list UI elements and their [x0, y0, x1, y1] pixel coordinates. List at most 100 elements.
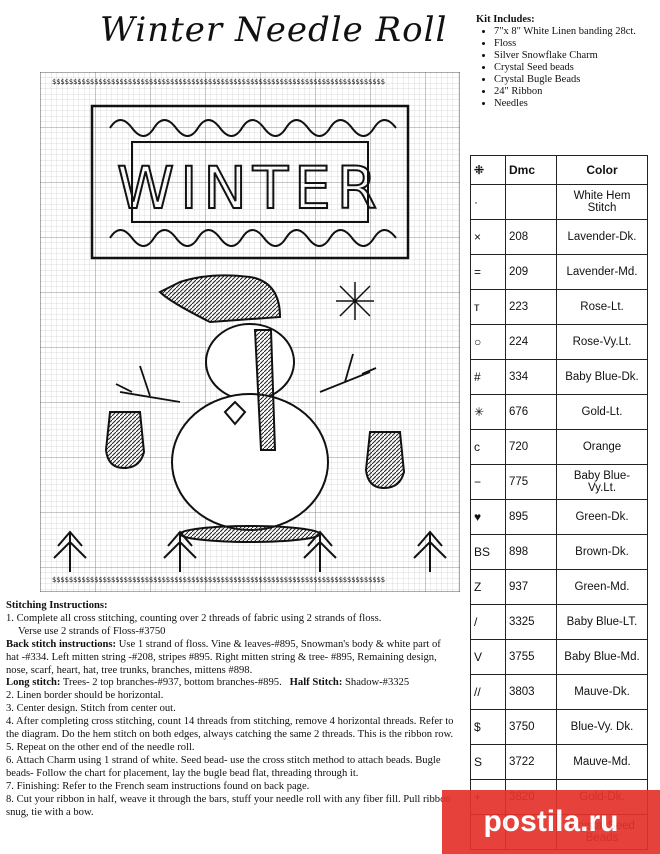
snowman-head: [205, 323, 295, 401]
legend-dmc-number: 334: [505, 359, 557, 395]
longstitch-label: Long stitch:: [6, 677, 61, 689]
kit-heading: Kit Includes:: [476, 14, 535, 25]
snowman-scarf: [253, 329, 277, 451]
winter-banner-frame: [90, 104, 410, 260]
halfstitch-label: Half Stitch:: [289, 677, 343, 689]
kit-list: 7"x 8" White Linen banding 28ct. Floss S…: [476, 26, 656, 110]
watermark: postila.ru: [442, 790, 660, 854]
instruction-step: 4. After completing cross stitching, cou…: [6, 716, 454, 741]
kit-item: 24" Ribbon: [494, 86, 656, 98]
winter-word: WINTER: [117, 154, 383, 222]
legend-symbol-header: ⁜: [470, 155, 506, 185]
legend-dmc-number: 775: [505, 464, 557, 500]
right-mitten: [364, 431, 406, 490]
instructions-heading: Stitching Instructions:: [6, 600, 108, 611]
legend-color-name: Baby Blue-Dk.: [556, 359, 648, 395]
legend-symbol: S: [470, 744, 506, 780]
legend-dmc-number: 3750: [505, 709, 557, 745]
legend-color-name: Lavender-Md.: [556, 254, 648, 290]
legend-dmc-number: 895: [505, 499, 557, 535]
longstitch-text: Trees- 2 top branches-#937, bottom branc…: [62, 677, 282, 689]
instruction-step: Verse use 2 strands of Floss-#3750: [18, 625, 166, 637]
legend-dmc-number: 3755: [505, 639, 557, 675]
backstitch-text: Use 1 strand of floss. Vine & leaves-#89…: [6, 638, 441, 676]
kit-item: Crystal Seed beads: [494, 62, 656, 74]
vine-leaves-bottom: [109, 229, 397, 247]
legend-symbol: −: [470, 464, 506, 500]
legend-color-name: Blue-Vy. Dk.: [556, 709, 648, 745]
legend-dmc-number: [505, 184, 557, 220]
legend-dmc-number: 3803: [505, 674, 557, 710]
legend-dmc-number: 3722: [505, 744, 557, 780]
snowflake-charm: [336, 282, 374, 320]
instruction-step: 3. Center design. Stitch from center out…: [6, 703, 176, 715]
legend-symbol: c: [470, 429, 506, 465]
legend-symbol: ·: [470, 184, 506, 220]
vine-leaves-top: [109, 119, 397, 137]
legend-color-name: Green-Md.: [556, 569, 648, 605]
legend-symbol: #: [470, 359, 506, 395]
halfstitch-text: Shadow-#3325: [345, 677, 410, 689]
legend-color-name: Lavender-Dk.: [556, 219, 648, 255]
snowman-hat: [158, 274, 282, 324]
legend-color-name: Orange: [556, 429, 648, 465]
legend-row: · White Hem Stitch: [470, 184, 648, 220]
cross-stitch-chart: $$$$$$$$$$$$$$$$$$$$$$$$$$$$$$$$$$$$$$$$…: [40, 72, 460, 592]
kit-contents: Kit Includes: 7"x 8" White Linen banding…: [476, 14, 656, 110]
snowman-body: [171, 393, 329, 531]
legend-color-name: Brown-Dk.: [556, 534, 648, 570]
legend-dmc-number: 720: [505, 429, 557, 465]
kit-item: Floss: [494, 38, 656, 50]
legend-color-header: Color: [556, 155, 648, 185]
legend-symbol: V: [470, 639, 506, 675]
legend-symbol: //: [470, 674, 506, 710]
legend-color-name: Green-Dk.: [556, 499, 648, 535]
left-mitten: [104, 411, 146, 470]
legend-color-name: White Hem Stitch: [556, 184, 648, 220]
legend-color-name: Baby Blue-Md.: [556, 639, 648, 675]
legend-dmc-number: 3325: [505, 604, 557, 640]
legend-color-name: Rose-Vy.Lt.: [556, 324, 648, 360]
legend-color-name: Baby Blue-LT.: [556, 604, 648, 640]
legend-dmc-number: 898: [505, 534, 557, 570]
kit-item: Silver Snowflake Charm: [494, 50, 656, 62]
legend-color-name: Rose-Lt.: [556, 289, 648, 325]
legend-symbol: BS: [470, 534, 506, 570]
stitching-instructions: Stitching Instructions: 1. Complete all …: [6, 600, 454, 819]
winter-banner-inner: [131, 141, 369, 223]
snowman-arms: [115, 353, 377, 403]
trees: [53, 530, 447, 572]
kit-item: 7"x 8" White Linen banding 28ct.: [494, 26, 656, 38]
legend-symbol: ○: [470, 324, 506, 360]
snowman-heart: [223, 400, 247, 426]
legend-dmc-number: 223: [505, 289, 557, 325]
legend-dmc-number: 676: [505, 394, 557, 430]
instruction-step: 5. Repeat on the other end of the needle…: [6, 741, 195, 753]
kit-item: Crystal Bugle Beads: [494, 74, 656, 86]
instruction-step: 8. Cut your ribbon in half, weave it thr…: [6, 793, 451, 818]
border-row-bottom: $$$$$$$$$$$$$$$$$$$$$$$$$$$$$$$$$$$$$$$$…: [52, 576, 385, 584]
backstitch-label: Back stitch instructions:: [6, 638, 117, 650]
legend-dmc-number: 209: [505, 254, 557, 290]
instruction-step: 6. Attach Charm using 1 strand of white.…: [6, 754, 441, 779]
legend-symbol: =: [470, 254, 506, 290]
snowman: [158, 274, 329, 543]
legend-dmc-number: 224: [505, 324, 557, 360]
snowman-shadow: [179, 525, 321, 543]
border-row-top: $$$$$$$$$$$$$$$$$$$$$$$$$$$$$$$$$$$$$$$$…: [52, 78, 385, 86]
kit-item: Needles: [494, 98, 656, 110]
instruction-step: 7. Finishing: Refer to the French seam i…: [6, 780, 310, 792]
